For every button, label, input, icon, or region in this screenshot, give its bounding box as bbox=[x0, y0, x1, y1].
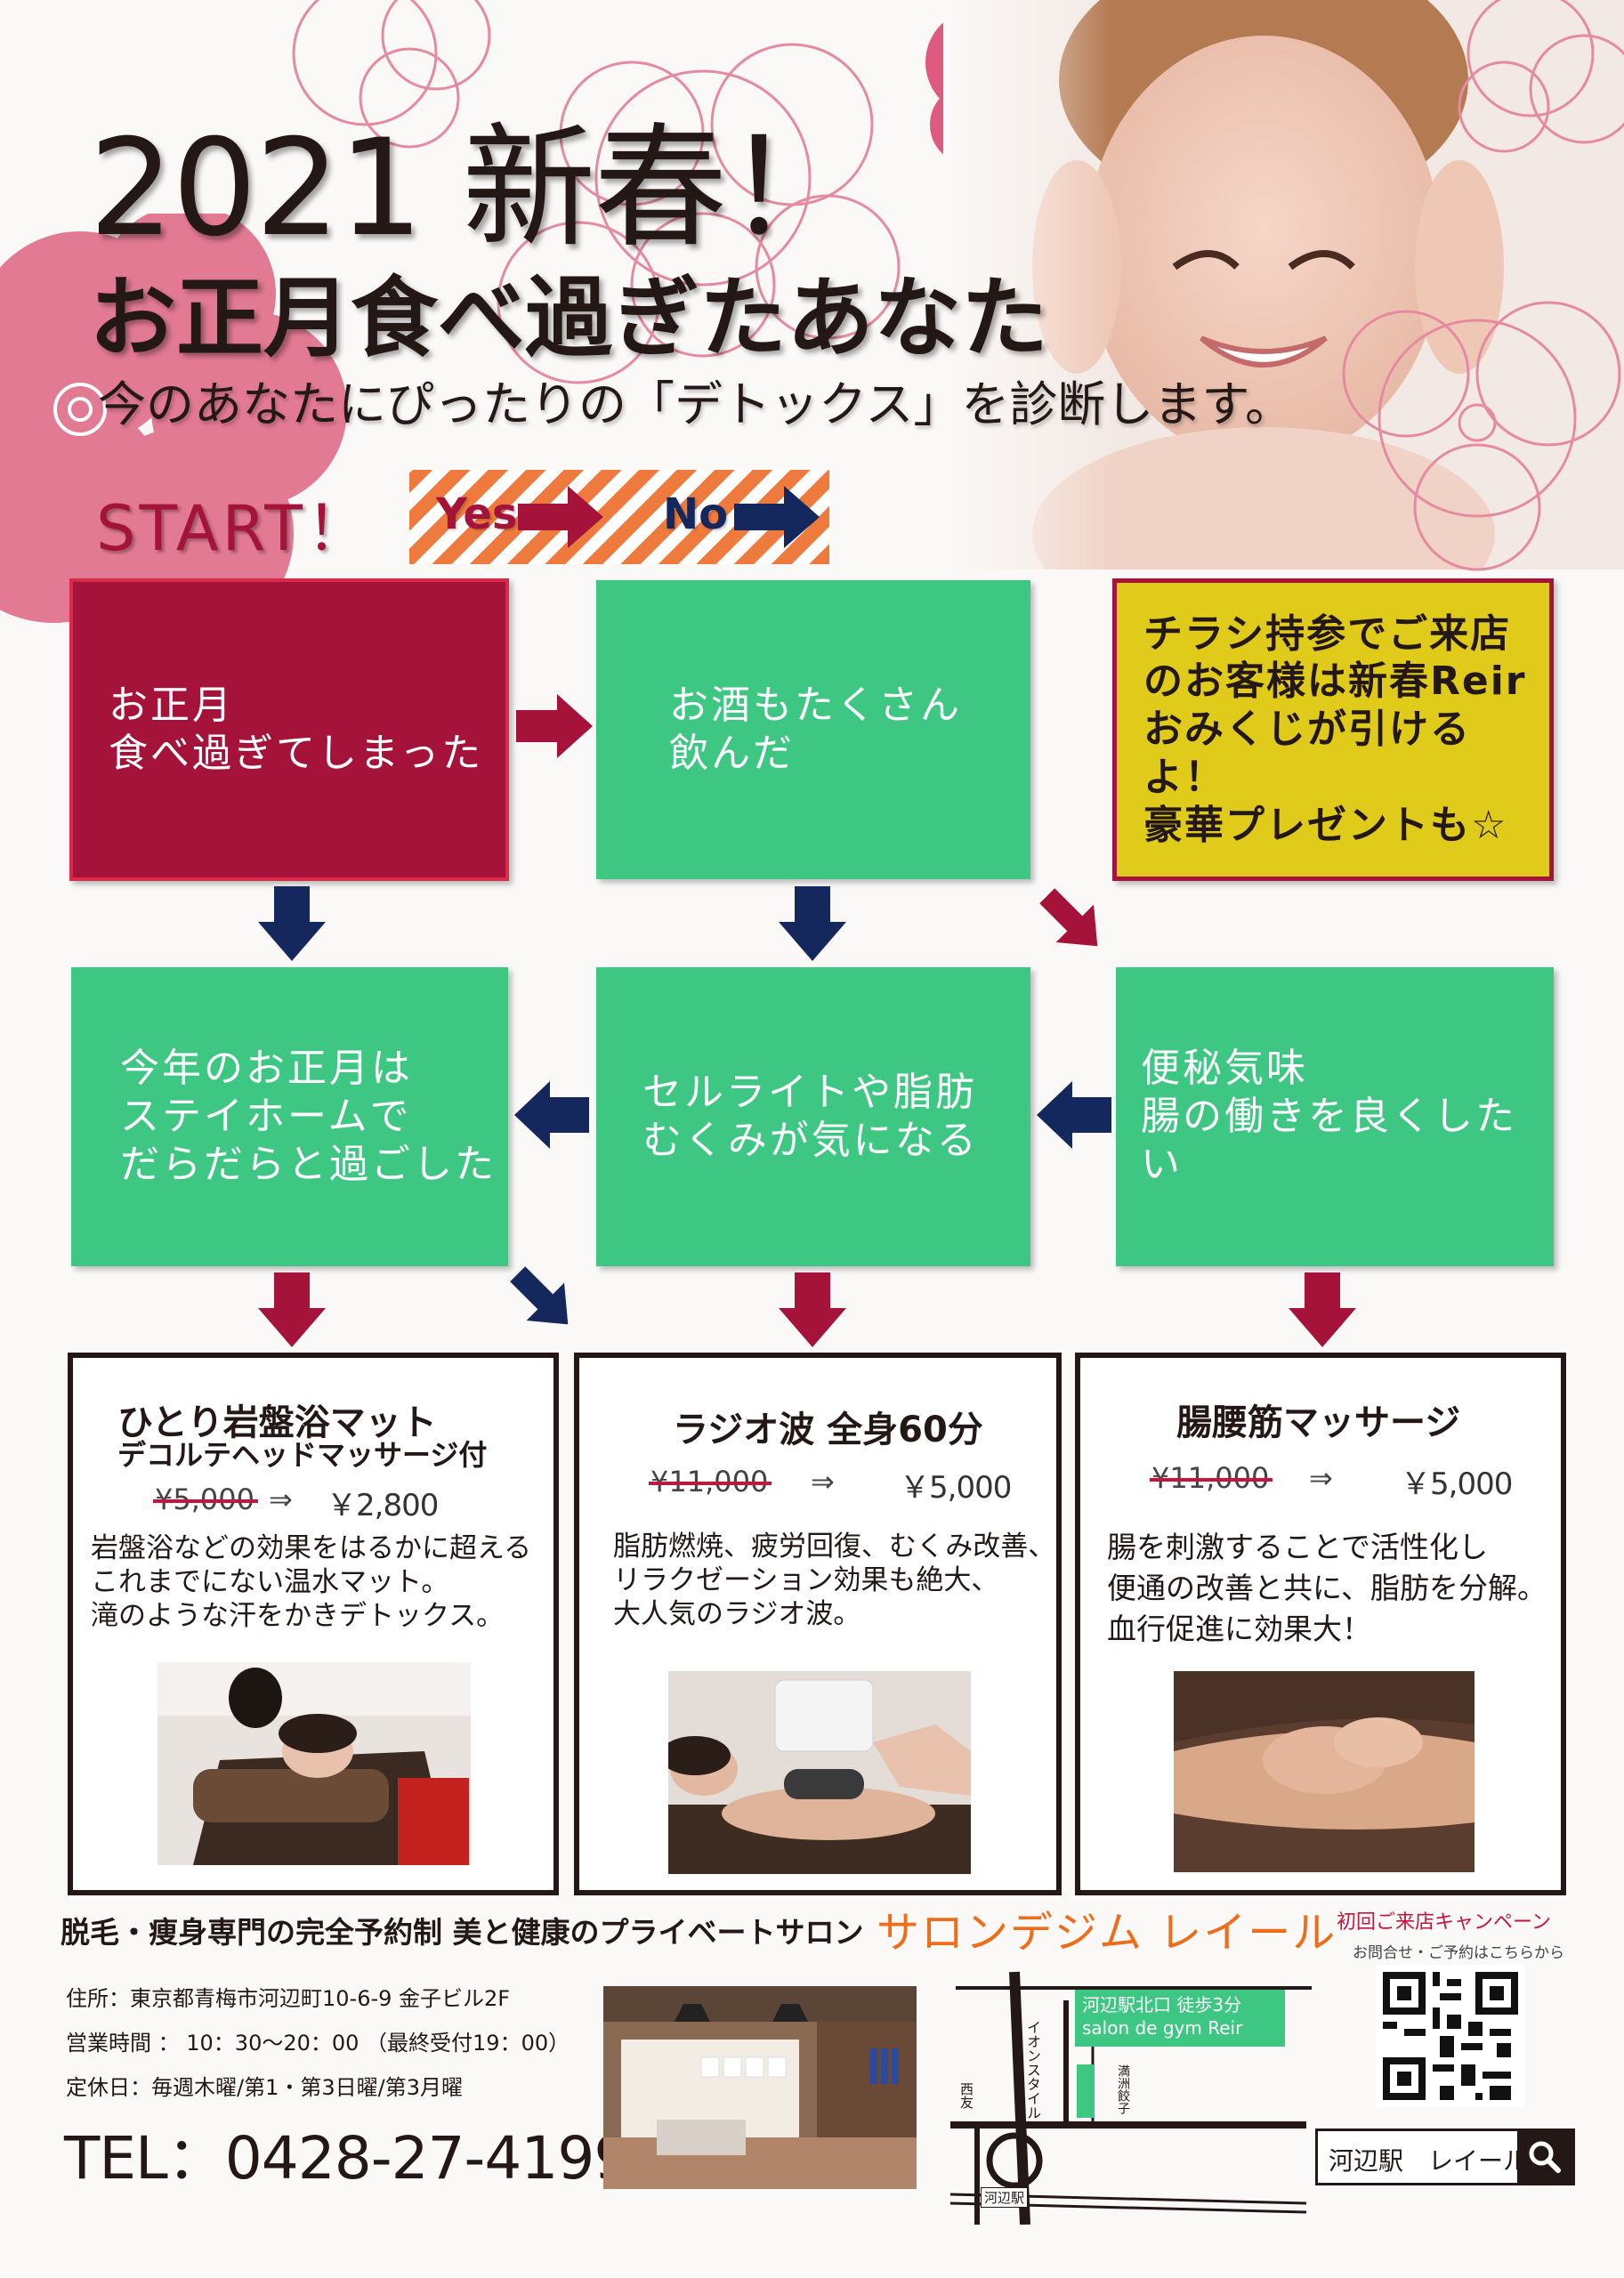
search-box[interactable]: 河辺駅 レイール bbox=[1315, 2129, 1575, 2185]
new-price: ￥5,000 bbox=[900, 1470, 1012, 1506]
menu-card-radio-wave: ラジオ波 全身60分 ¥11,000 ⇒ ￥5,000 脂肪燃焼、疲労回復、むく… bbox=[574, 1353, 1062, 1895]
flow-box-text: お酒もたくさん 飲んだ bbox=[669, 683, 962, 776]
new-price: ￥5,000 bbox=[1401, 1466, 1513, 1502]
map-salon-callout: 河辺駅北口 徒歩3分 salon de gym Reir bbox=[1075, 1990, 1285, 2047]
yes-arrow-diagonal-icon bbox=[1039, 888, 1098, 947]
search-input-text[interactable]: 河辺駅 レイール bbox=[1329, 2146, 1529, 2176]
yes-no-legend: Yes No bbox=[409, 470, 829, 564]
salon-name: サロンデジム レイール bbox=[877, 1908, 1337, 1958]
lead-text: 今のあなたにぴったりの「デトックス」を診断します。 bbox=[98, 376, 1293, 432]
yes-arrow-down-icon bbox=[1289, 1272, 1356, 1347]
map-station-exit: 河辺駅北口 徒歩3分 bbox=[1082, 1994, 1242, 2015]
closed-days: 定休日：毎週木曜/第1・第3日曜/第3月曜 bbox=[66, 2075, 463, 2100]
page-subtitle: お正月食べ過ぎたあなた bbox=[89, 268, 1049, 369]
page-title: 2021 新春！ bbox=[89, 111, 859, 266]
menu-card-iliopsoas-massage: 腸腰筋マッサージ ¥11,000 ⇒ ￥5,000 腸を刺激することで活性化し … bbox=[1075, 1353, 1566, 1895]
flow-box-stay-home: 今年のお正月は ステイホームで だらだらと過ごした bbox=[71, 967, 508, 1266]
flower-outline-right bbox=[1342, 0, 1624, 571]
no-arrow-down-icon bbox=[779, 886, 846, 961]
salon-interior-photo bbox=[603, 1986, 917, 2189]
campaign-label: 初回ご来店キャンペーン bbox=[1337, 1911, 1551, 1934]
no-arrow-down-icon bbox=[258, 886, 326, 961]
massage-photo bbox=[1174, 1671, 1475, 1872]
start-label: START！ bbox=[96, 492, 372, 565]
flow-box-text: 便秘気味 腸の働きを良くしたい bbox=[1141, 1046, 1517, 1187]
price-arrow: ⇒ bbox=[1309, 1461, 1333, 1495]
old-price: ¥11,000 bbox=[649, 1465, 772, 1498]
flow-box-constipation: 便秘気味 腸の働きを良くしたい bbox=[1116, 967, 1554, 1266]
menu-description: 腸を刺激することで活性化し 便通の改善と共に、脂肪を分解。 血行促進に効果大！ bbox=[1107, 1530, 1547, 1647]
price-arrow: ⇒ bbox=[811, 1465, 835, 1498]
new-price: ￥2,800 bbox=[327, 1488, 439, 1523]
map-street-seiyu: 西友 bbox=[958, 2082, 974, 2109]
menu-description: 脂肪燃焼、疲労回復、むくみ改善、 リラクゼーション効果も絶大、 大人気のラジオ波… bbox=[613, 1531, 1056, 1630]
bedrock-bath-photo bbox=[158, 1662, 471, 1865]
old-price: ¥11,000 bbox=[1150, 1461, 1273, 1495]
strikethrough bbox=[649, 1482, 772, 1485]
flower-outline-top bbox=[292, 0, 901, 384]
flower-decoration-left bbox=[0, 214, 347, 641]
menu-description: 岩盤浴などの効果をはるかに超える これまでにない温水マット。 滝のような汗をかき… bbox=[91, 1532, 532, 1632]
salon-tagline: 脱毛・痩身専門の完全予約制 美と健康のプライベートサロン bbox=[61, 1915, 864, 1950]
menu-title: 腸腰筋マッサージ bbox=[1176, 1402, 1461, 1443]
flow-box-text: 今年のお正月は ステイホームで だらだらと過ごした bbox=[120, 1046, 497, 1187]
map-street-manshu: 満洲餃子 bbox=[1116, 2064, 1130, 2114]
search-button[interactable] bbox=[1517, 2131, 1572, 2183]
yes-arrow-right-icon bbox=[516, 694, 593, 758]
address: 住所：東京都青梅市河辺町10-6-9 金子ビル2F bbox=[66, 1986, 511, 2011]
old-price: ¥5,000 bbox=[153, 1482, 258, 1516]
flow-box-ate-too-much: お正月 食べ過ぎてしまった bbox=[69, 578, 509, 881]
woman-face-photo bbox=[943, 0, 1624, 570]
legend-no-label: No bbox=[663, 489, 729, 539]
map-salon-label: salon de gym Reir bbox=[1082, 2017, 1243, 2039]
no-arrow-left-icon bbox=[514, 1081, 589, 1149]
flow-box-cellulite: セルライトや脂肪 むくみが気になる bbox=[596, 967, 1030, 1266]
flow-box-text: お正月 食べ過ぎてしまった bbox=[109, 683, 484, 776]
menu-title: ラジオ波 全身60分 bbox=[673, 1410, 983, 1450]
search-icon bbox=[1529, 2141, 1561, 2173]
yes-arrow-down-icon bbox=[779, 1272, 846, 1347]
map-street-aeon: イオンスタイル bbox=[1024, 2020, 1041, 2120]
flow-box-text: セルライトや脂肪 むくみが気になる bbox=[642, 1070, 979, 1163]
map-station-label: 河辺駅 bbox=[981, 2187, 1029, 2208]
no-arrow-diagonal-icon bbox=[510, 1266, 569, 1325]
menu-title: ひとり岩盤浴マット bbox=[117, 1402, 437, 1443]
business-hours: 営業時間 ： 10：30～20：00 （最終受付19：00） bbox=[66, 2031, 570, 2056]
price-arrow: ⇒ bbox=[269, 1482, 293, 1516]
qr-code[interactable] bbox=[1375, 1965, 1526, 2107]
menu-card-bedrock-bath: ひとり岩盤浴マット デコルテヘッドマッサージ付 ¥5,000 ⇒ ￥2,800 … bbox=[68, 1353, 559, 1895]
inquiry-label: お問合せ・ご予約はこちらから bbox=[1353, 1944, 1564, 1962]
radio-wave-photo bbox=[668, 1671, 971, 1874]
legend-yes-arrow-icon bbox=[518, 486, 603, 548]
flow-box-drank: お酒もたくさん 飲んだ bbox=[596, 580, 1030, 879]
strikethrough bbox=[153, 1499, 258, 1503]
flow-box-text: チラシ持参でご来店 のお客様は新春Reir おみくじが引けるよ！ 豪華プレゼント… bbox=[1143, 610, 1527, 848]
phone-number[interactable]: TEL：0428-27-4199 bbox=[64, 2124, 631, 2193]
legend-no-arrow-icon bbox=[734, 486, 820, 548]
flow-box-flyer-campaign: チラシ持参でご来店 のお客様は新春Reir おみくじが引けるよ！ 豪華プレゼント… bbox=[1112, 578, 1554, 881]
strikethrough bbox=[1150, 1478, 1273, 1482]
yes-arrow-down-icon bbox=[258, 1272, 326, 1347]
menu-subtitle: デコルテヘッドマッサージ付 bbox=[117, 1438, 488, 1472]
no-arrow-left-icon bbox=[1037, 1081, 1111, 1149]
legend-yes-label: Yes bbox=[436, 489, 518, 539]
